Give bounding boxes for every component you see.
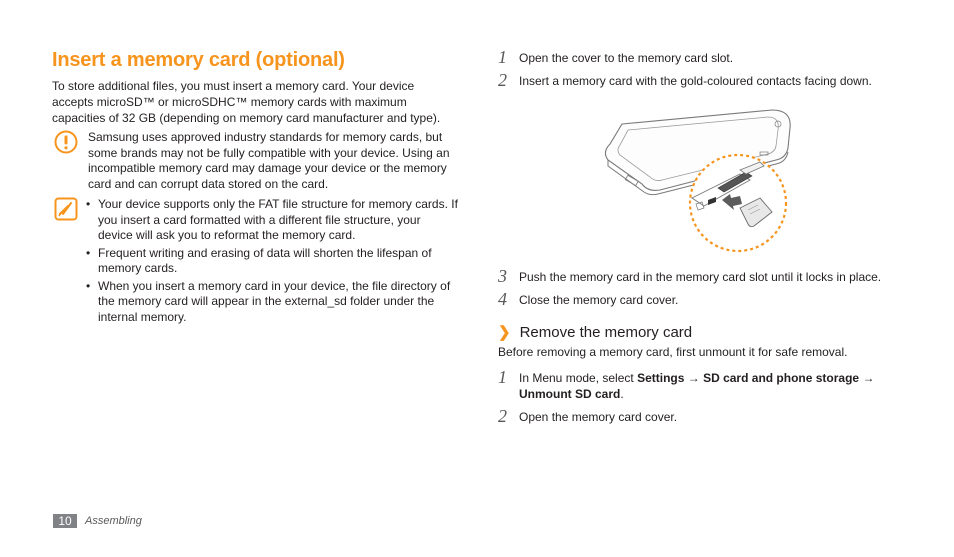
section-label: Assembling bbox=[85, 515, 142, 527]
section-subtitle: Before removing a memory card, first unm… bbox=[498, 345, 848, 359]
note-list: Your device supports only the FAT file s… bbox=[86, 197, 458, 327]
step-text: In Menu mode, select Settings → SD card … bbox=[519, 371, 894, 402]
list-item: Your device supports only the FAT file s… bbox=[86, 197, 458, 244]
menu-path-unmount: Unmount SD card bbox=[519, 386, 621, 401]
step-number: 1 bbox=[498, 47, 507, 67]
caution-icon bbox=[54, 130, 78, 154]
step-text: Push the memory card in the memory card … bbox=[519, 270, 882, 284]
chevron-right-icon: ❯ bbox=[498, 324, 511, 341]
page-number: 10 bbox=[53, 514, 77, 528]
step-number: 2 bbox=[498, 70, 507, 90]
arrow: → bbox=[684, 371, 704, 385]
page-title: Insert a memory card (optional) bbox=[52, 49, 345, 71]
arrow: → bbox=[859, 371, 875, 385]
section-heading: ❯ Remove the memory card bbox=[498, 323, 692, 341]
menu-path-settings: Settings bbox=[637, 371, 685, 385]
menu-path-sd-storage: SD card and phone storage bbox=[703, 371, 860, 385]
step-text-prefix: In Menu mode, select bbox=[519, 371, 638, 385]
list-item: When you insert a memory card in your de… bbox=[86, 279, 458, 326]
intro-paragraph: To store additional files, you must inse… bbox=[52, 79, 441, 125]
step-number: 3 bbox=[498, 266, 507, 286]
section-heading-text: Remove the memory card bbox=[519, 324, 693, 341]
memory-card-illustration bbox=[604, 109, 791, 253]
step-number: 1 bbox=[498, 367, 507, 387]
step-text-end: . bbox=[620, 386, 624, 401]
step-number: 2 bbox=[498, 406, 507, 426]
step-text: Close the memory card cover. bbox=[519, 293, 679, 307]
step-text: Insert a memory card with the gold-colou… bbox=[519, 74, 872, 88]
caution-text: Samsung uses approved industry standards… bbox=[88, 130, 450, 191]
note-icon bbox=[54, 197, 78, 221]
step-number: 4 bbox=[498, 289, 507, 309]
step-text: Open the cover to the memory card slot. bbox=[519, 51, 734, 65]
list-item: Frequent writing and erasing of data wil… bbox=[86, 246, 458, 277]
step-text: Open the memory card cover. bbox=[519, 410, 678, 424]
